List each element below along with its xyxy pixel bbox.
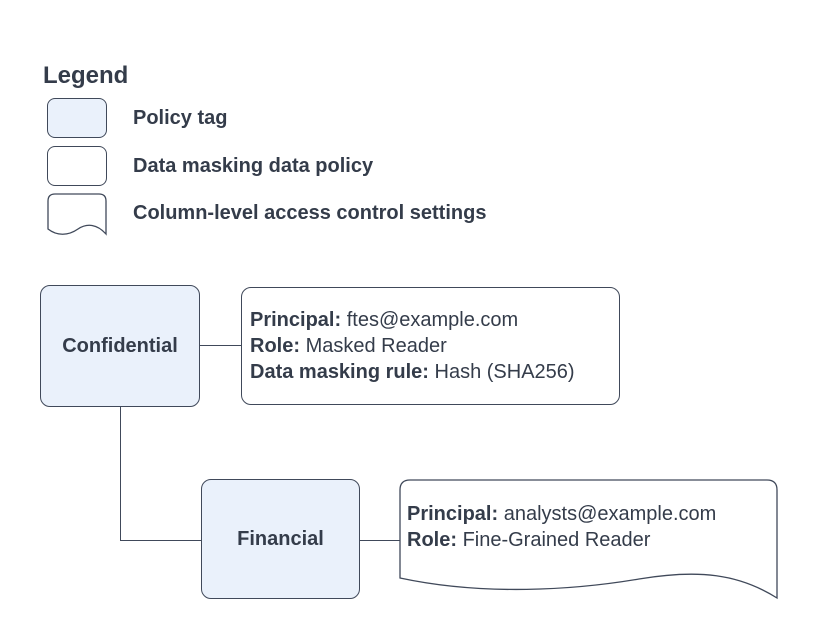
policy-tag-node-confidential-label: Confidential (62, 334, 178, 357)
legend-title: Legend (43, 62, 129, 89)
connector-financial-to-access-settings (360, 540, 400, 541)
document-shape-outline (399, 479, 778, 600)
policy-line-masking-rule: Data masking rule: Hash (SHA256) (250, 359, 619, 385)
connector-confidential-to-financial-horizontal (120, 540, 201, 541)
access-line-role-value: Fine-Grained Reader (462, 529, 651, 551)
data-masking-policy-swatch-icon (47, 146, 107, 186)
access-line-role: Role: Fine-Grained Reader (407, 527, 716, 553)
policy-line-masking-rule-label: Data masking rule: (250, 361, 429, 383)
policy-line-role-label: Role: (250, 335, 300, 357)
connector-confidential-to-policy (200, 345, 241, 346)
policy-line-principal-value: ftes@example.com (346, 309, 519, 331)
access-line-principal-label: Principal: (407, 503, 499, 525)
policy-tag-swatch-icon (47, 98, 107, 138)
policy-line-masking-rule-value: Hash (SHA256) (434, 361, 575, 383)
policy-tag-node-financial-label: Financial (237, 527, 324, 550)
policy-line-role-value: Masked Reader (305, 335, 447, 357)
document-shape-swatch-icon (47, 193, 107, 236)
policy-tag-node-confidential: Confidential (40, 285, 200, 407)
data-masking-policy-box: Principal: ftes@example.com Role: Masked… (241, 287, 620, 405)
column-access-settings-text: Principal: analysts@example.com Role: Fi… (407, 501, 716, 553)
access-line-principal: Principal: analysts@example.com (407, 501, 716, 527)
access-line-principal-value: analysts@example.com (503, 503, 717, 525)
column-access-settings-document: Principal: analysts@example.com Role: Fi… (399, 479, 779, 601)
legend-label-column-access: Column-level access control settings (133, 202, 487, 224)
policy-line-role: Role: Masked Reader (250, 333, 619, 359)
connector-confidential-to-financial-vertical (120, 407, 121, 541)
policy-tag-node-financial: Financial (201, 479, 360, 599)
policy-line-principal: Principal: ftes@example.com (250, 307, 619, 333)
policy-line-principal-label: Principal: (250, 309, 342, 331)
legend-label-policy-tag: Policy tag (133, 107, 228, 129)
access-line-role-label: Role: (407, 529, 457, 551)
legend-label-data-masking-policy: Data masking data policy (133, 155, 374, 177)
